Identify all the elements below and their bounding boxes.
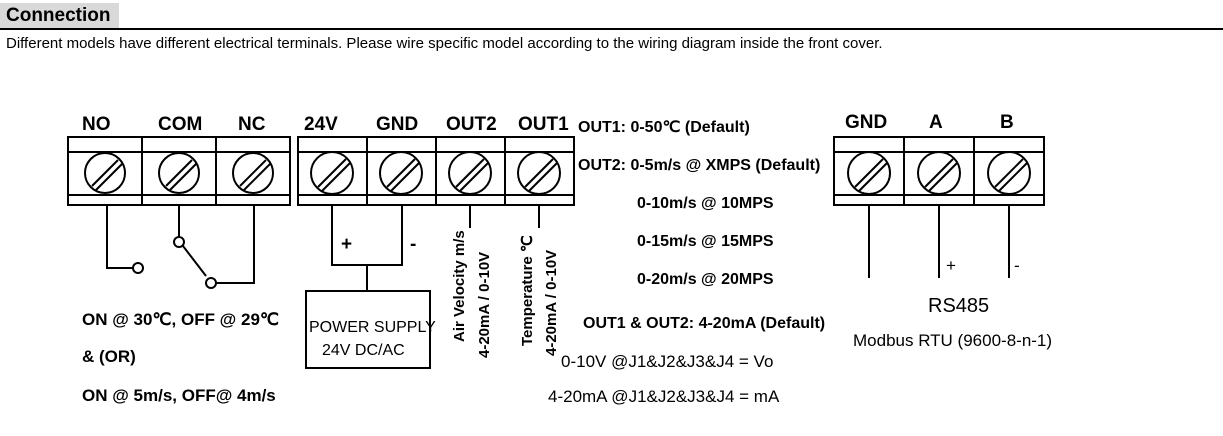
terminal-label-a: A — [929, 112, 943, 133]
terminal-label-gnd: GND — [376, 114, 418, 135]
air-velocity-label: Air Velocity m/s — [451, 230, 468, 342]
section-description: Different models have different electric… — [6, 35, 883, 52]
power-wiring — [305, 205, 431, 369]
rs485-wiring — [868, 205, 1010, 278]
relay-wiring — [106, 205, 255, 289]
relay-temp-threshold: ON @ 30℃, OFF @ 29℃ — [82, 310, 279, 329]
out2-20mps-note: 0-20m/s @ 20MPS — [637, 271, 774, 288]
relay-or-note: & (OR) — [82, 347, 136, 366]
output-leads — [469, 205, 540, 228]
terminal-label-gnd-rs485: GND — [845, 112, 887, 133]
terminal-label-out1: OUT1 — [518, 114, 569, 135]
screw-icon — [517, 151, 561, 195]
screw-icon — [379, 151, 423, 195]
power-signal-terminal-block — [297, 136, 575, 206]
out1-default-note: OUT1: 0-50℃ (Default) — [578, 119, 750, 136]
power-plus-sign: + — [341, 234, 352, 255]
relay-velocity-threshold: ON @ 5m/s, OFF@ 4m/s — [82, 386, 276, 405]
power-supply-voltage: 24V DC/AC — [322, 342, 405, 359]
screw-icon — [158, 152, 200, 194]
terminal-label-nc: NC — [238, 114, 266, 135]
out2-range-label: 4-20mA / 0-10V — [476, 252, 493, 358]
jumper-voltage-note: 0-10V @J1&J2&J3&J4 = Vo — [561, 352, 773, 371]
rs485-plus-sign: + — [946, 256, 956, 275]
screw-icon — [987, 151, 1031, 195]
power-minus-sign: - — [410, 234, 416, 255]
screw-icon — [448, 151, 492, 195]
jumper-current-note: 4-20mA @J1&J2&J3&J4 = mA — [548, 387, 780, 406]
relay-terminal-block — [67, 136, 291, 206]
out1-range-label: 4-20mA / 0-10V — [543, 250, 560, 356]
screw-icon — [84, 152, 126, 194]
rs485-minus-sign: - — [1014, 256, 1020, 275]
power-supply-box — [305, 290, 431, 369]
power-supply-label: POWER SUPPLY — [309, 319, 436, 336]
out2-default-note: OUT2: 0-5m/s @ XMPS (Default) — [578, 157, 820, 174]
terminal-label-24v: 24V — [304, 114, 338, 135]
terminal-label-no: NO — [82, 114, 111, 135]
output-default-current-note: OUT1 & OUT2: 4-20mA (Default) — [583, 315, 825, 332]
section-title: Connection — [0, 3, 119, 28]
screw-icon — [917, 151, 961, 195]
terminal-label-b: B — [1000, 112, 1014, 133]
rs485-terminal-block — [833, 136, 1045, 206]
screw-icon — [310, 151, 354, 195]
out2-10mps-note: 0-10m/s @ 10MPS — [637, 195, 774, 212]
screw-icon — [232, 152, 274, 194]
out2-15mps-note: 0-15m/s @ 15MPS — [637, 233, 774, 250]
terminal-label-com: COM — [158, 114, 202, 135]
terminal-label-out2: OUT2 — [446, 114, 497, 135]
screw-icon — [847, 151, 891, 195]
temperature-label: Temperature ℃ — [519, 235, 536, 346]
rs485-label: RS485 — [928, 295, 989, 317]
title-rule — [0, 28, 1223, 30]
modbus-protocol-label: Modbus RTU (9600-8-n-1) — [853, 331, 1052, 350]
